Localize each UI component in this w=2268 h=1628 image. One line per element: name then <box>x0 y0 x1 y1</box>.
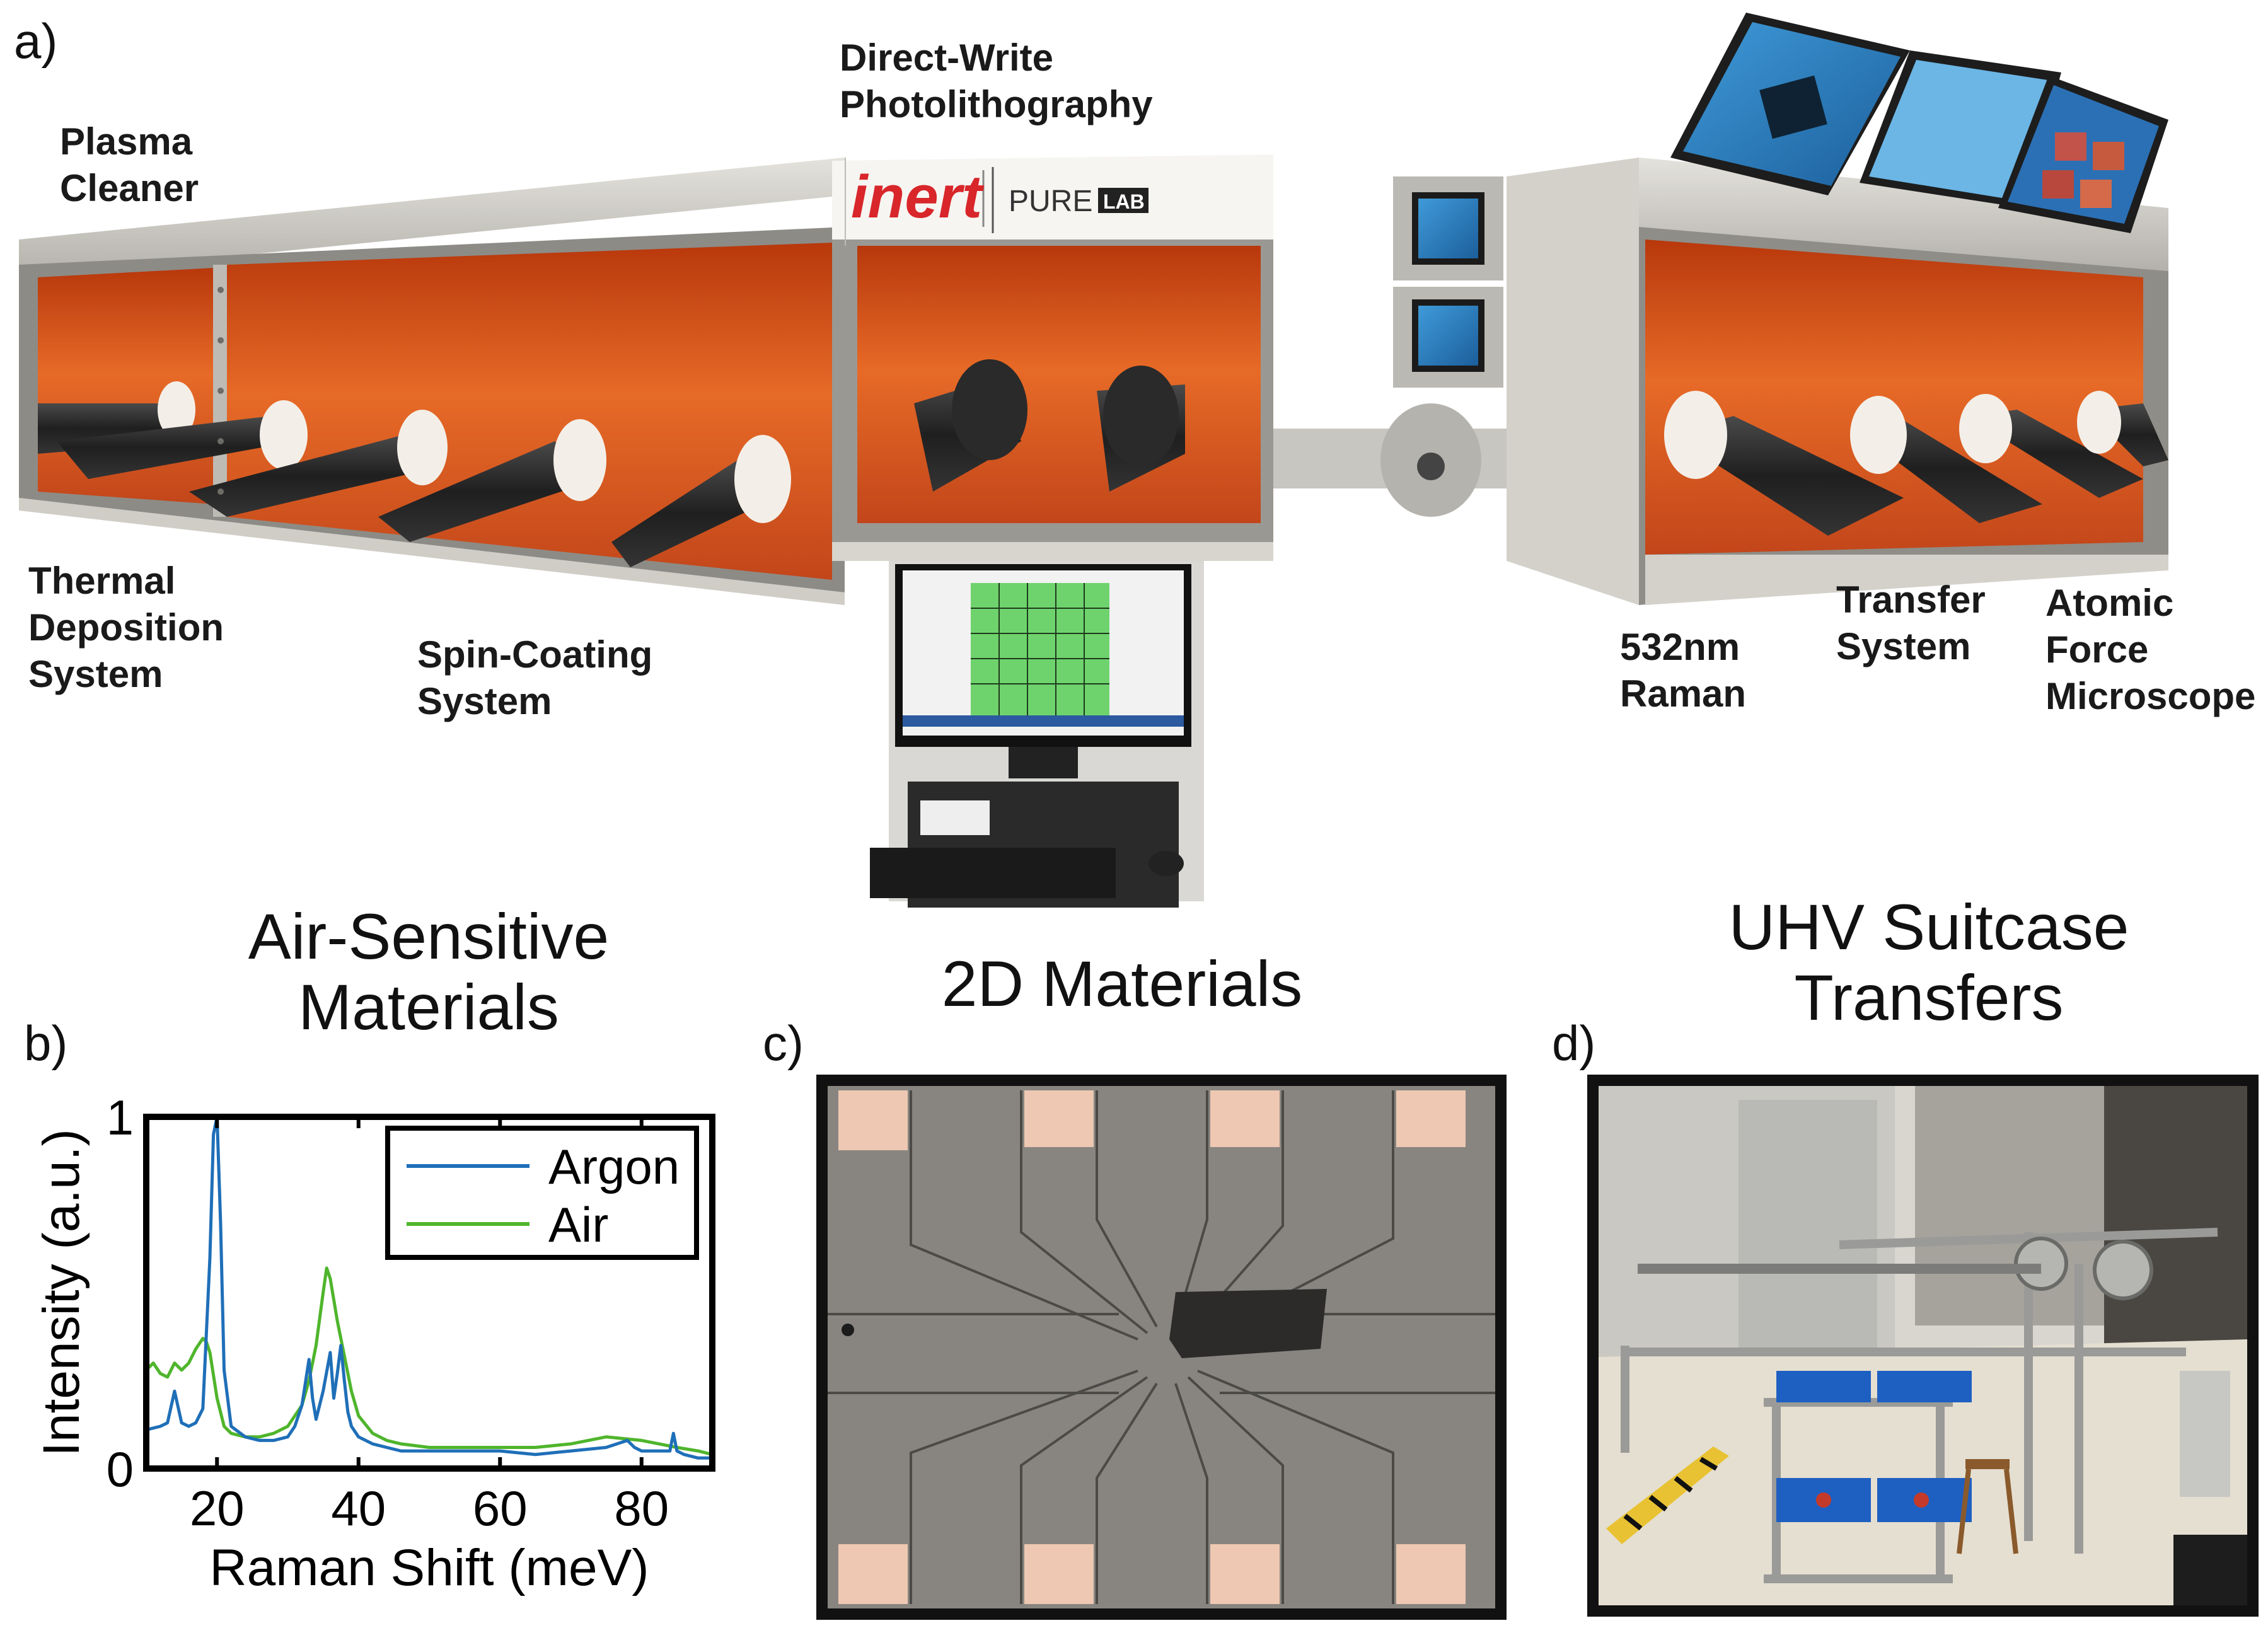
center-glovebox <box>832 154 1273 561</box>
legend-label-argon: Argon <box>548 1139 680 1194</box>
x-tick-label: 20 <box>190 1481 245 1536</box>
x-tick-label: 40 <box>331 1481 386 1536</box>
label-direct-write: Direct-Write Photolithography <box>840 37 1153 125</box>
material-flake <box>1169 1289 1327 1358</box>
panel-c-title: 2D Materials <box>941 948 1303 1020</box>
y-tick-label: 0 <box>107 1441 134 1497</box>
panel-b-letter: b) <box>24 1015 68 1071</box>
uhv-suitcase-photo <box>1587 1075 2259 1617</box>
brand-inert: inert <box>851 163 985 231</box>
control-panels <box>1393 176 1503 388</box>
gloves-left <box>38 381 791 567</box>
label-plasma-cleaner: Plasma Cleaner <box>60 120 199 209</box>
panel-c-letter: c) <box>763 1015 804 1071</box>
brand-lab-tag: LAB <box>1103 190 1145 213</box>
legend-box <box>385 1126 699 1260</box>
panel-d-title: UHV Suitcase Transfers <box>1728 891 2129 1034</box>
brand-purelab: PURE <box>1009 185 1092 218</box>
electrode-traces <box>828 1090 1495 1604</box>
device-micrograph <box>816 1075 1507 1620</box>
label-afm: Atomic Force Microscope <box>2045 582 2256 717</box>
lithography-workstation <box>870 561 1204 908</box>
panel-d-letter: d) <box>1552 1015 1596 1071</box>
legend-label-air: Air <box>548 1197 608 1252</box>
label-raman: 532nm Raman <box>1620 626 1747 715</box>
y-tick-label: 1 <box>107 1090 134 1145</box>
x-axis-label: Raman Shift (meV) <box>209 1539 649 1596</box>
gloves-right <box>1664 391 2168 536</box>
label-spin-coating: Spin-Coating System <box>417 633 653 722</box>
panel-a-letter: a) <box>14 13 58 69</box>
label-transfer-system: Transfer System <box>1836 579 1986 667</box>
y-axis-label: Intensity (a.u.) <box>33 1129 90 1457</box>
x-tick-label: 60 <box>473 1481 528 1536</box>
afm-monitors <box>1670 13 2168 233</box>
contact-pads <box>838 1090 1466 1604</box>
panel-b-title: Air-Sensitive Materials <box>248 901 610 1043</box>
plot-frame <box>143 1114 715 1472</box>
series-line-air <box>145 1266 713 1457</box>
right-glovebox <box>1507 158 2168 605</box>
glovebox-photo: inert PURE LAB <box>19 13 2168 908</box>
series-line-argon <box>146 1115 712 1460</box>
left-glovebox <box>19 158 845 605</box>
label-thermal-deposition: Thermal Deposition System <box>28 560 224 695</box>
x-tick-label: 80 <box>614 1481 669 1536</box>
brand-plate: inert PURE LAB <box>851 163 1148 233</box>
